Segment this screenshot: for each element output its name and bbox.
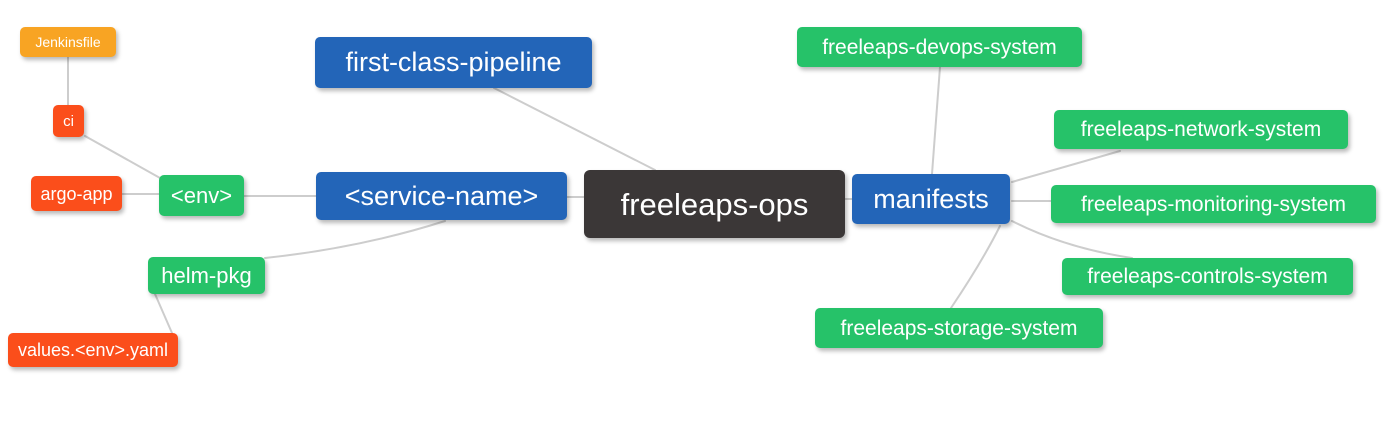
node-freeleaps-ops[interactable]: freeleaps-ops xyxy=(584,170,845,238)
edge-manifests-storage xyxy=(950,225,1001,309)
node-controls-system[interactable]: freeleaps-controls-system xyxy=(1062,258,1353,295)
edge-helm-pkg-service-name xyxy=(264,220,446,259)
edge-manifests-network xyxy=(1011,150,1121,183)
node-first-class-pipeline[interactable]: first-class-pipeline xyxy=(315,37,592,88)
edge-fcp-ops xyxy=(493,87,656,171)
node-devops-system[interactable]: freeleaps-devops-system xyxy=(797,27,1082,67)
node-env[interactable]: <env> xyxy=(159,175,244,216)
node-values-env-yaml[interactable]: values.<env>.yaml xyxy=(8,333,178,367)
node-monitoring-system[interactable]: freeleaps-monitoring-system xyxy=(1051,185,1376,223)
node-manifests[interactable]: manifests xyxy=(852,174,1010,224)
edge-manifests-devops xyxy=(931,66,941,175)
edge-manifests-controls xyxy=(1011,220,1133,259)
node-argo-app[interactable]: argo-app xyxy=(31,176,122,211)
node-network-system[interactable]: freeleaps-network-system xyxy=(1054,110,1348,149)
edge-ci-env xyxy=(84,135,161,179)
edge-values-helm-pkg xyxy=(154,293,173,334)
node-helm-pkg[interactable]: helm-pkg xyxy=(148,257,265,294)
node-ci[interactable]: ci xyxy=(53,105,84,137)
node-storage-system[interactable]: freeleaps-storage-system xyxy=(815,308,1103,348)
node-service-name[interactable]: <service-name> xyxy=(316,172,567,220)
node-jenkinsfile[interactable]: Jenkinsfile xyxy=(20,27,116,57)
